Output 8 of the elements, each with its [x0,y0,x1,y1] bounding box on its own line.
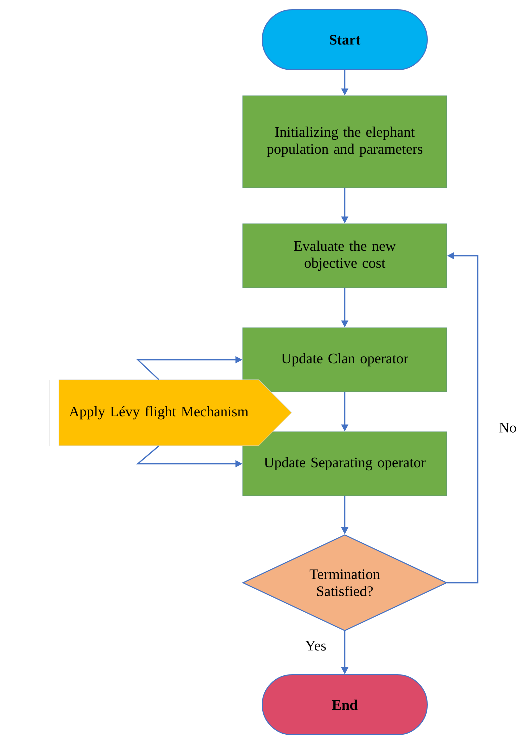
process-box: Evaluate the new objective cost [242,224,448,288]
edge-label: No [500,423,516,433]
edge-label: Yes [306,641,326,651]
end-terminal: End [262,674,428,735]
process-box: Update Clan operator [242,328,448,392]
start-terminal: Start [262,10,428,70]
process-box: Update Separating operator [242,432,448,496]
process-box: Initializing the elephant population and parameters [242,96,448,188]
